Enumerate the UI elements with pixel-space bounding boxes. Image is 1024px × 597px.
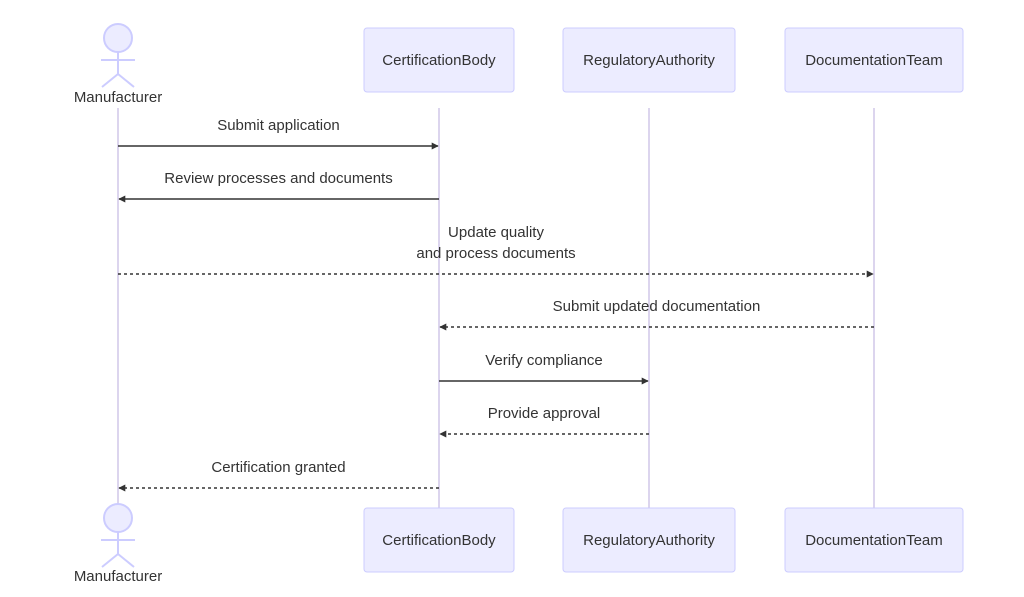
- message-label: Provide approval: [488, 405, 601, 422]
- message-6: Provide approval: [439, 405, 649, 438]
- participant-certification-body-top: CertificationBody: [363, 27, 515, 93]
- participant-regulatory-authority-top: RegulatoryAuthority: [562, 27, 736, 93]
- message-2: Review processes and documents: [118, 170, 439, 203]
- participant-manufacturer-top: Manufacturer: [74, 23, 162, 106]
- lifelines: [117, 108, 875, 508]
- participant-box: [562, 27, 736, 93]
- participant-label: RegulatoryAuthority: [583, 532, 715, 549]
- message-5: Verify compliance: [439, 352, 649, 385]
- participant-box: [784, 507, 964, 573]
- participants-bottom: Manufacturer CertificationBody RegulatoryA…: [74, 503, 964, 585]
- message-label: Review processes and documents: [164, 170, 392, 187]
- participant-label: RegulatoryAuthority: [583, 52, 715, 69]
- participants-top: Manufacturer CertificationBody RegulatoryA…: [74, 23, 964, 106]
- participant-label: CertificationBody: [382, 532, 496, 549]
- participant-certification-body-bottom: CertificationBody: [363, 507, 515, 573]
- message-label: Verify compliance: [485, 352, 603, 369]
- actor-label: Manufacturer: [74, 89, 162, 106]
- message-3: Update quality and process documents: [118, 224, 874, 278]
- participant-documentation-team-bottom: DocumentationTeam: [784, 507, 964, 573]
- message-label: Submit application: [217, 117, 340, 134]
- message-label: Update quality: [448, 224, 544, 241]
- message-7: Certification granted: [118, 459, 439, 492]
- actor-person-icon: [101, 23, 135, 88]
- message-label: Submit updated documentation: [553, 298, 761, 315]
- participant-box: [363, 507, 515, 573]
- message-1: Submit application: [118, 117, 439, 150]
- participant-label: DocumentationTeam: [805, 52, 943, 69]
- message-4: Submit updated documentation: [439, 298, 874, 331]
- participant-box: [562, 507, 736, 573]
- participant-box: [363, 27, 515, 93]
- participant-box: [784, 27, 964, 93]
- actor-label: Manufacturer: [74, 568, 162, 585]
- message-label: Certification granted: [211, 459, 345, 476]
- participant-label: DocumentationTeam: [805, 532, 943, 549]
- participant-manufacturer-bottom: Manufacturer: [74, 503, 162, 585]
- participant-label: CertificationBody: [382, 52, 496, 69]
- message-label: and process documents: [416, 245, 575, 262]
- participant-documentation-team-top: DocumentationTeam: [784, 27, 964, 93]
- actor-person-icon: [101, 503, 135, 568]
- participant-regulatory-authority-bottom: RegulatoryAuthority: [562, 507, 736, 573]
